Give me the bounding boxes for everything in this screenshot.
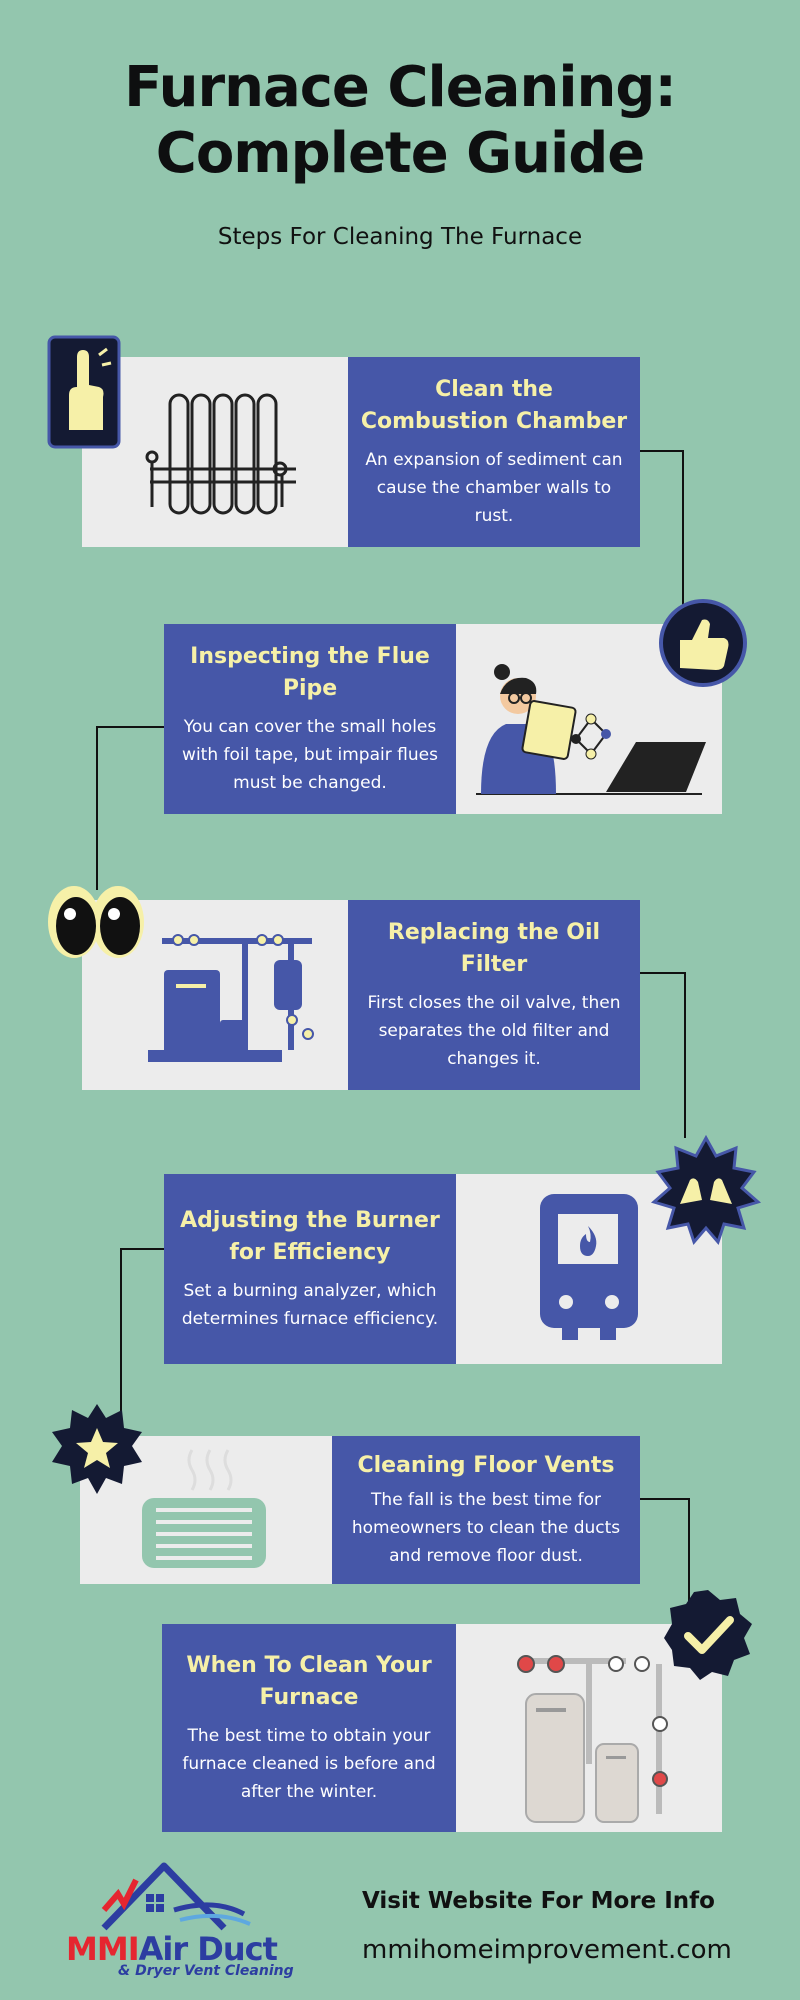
footer-cta: Visit Website For More Info: [362, 1888, 715, 1914]
step-title: Replacing the Oil Filter: [387, 920, 601, 977]
connector-4: [120, 1248, 166, 1412]
step-title: Inspecting the Flue Pipe: [190, 644, 430, 701]
step-title: Clean the Combustion Chamber: [360, 377, 628, 434]
logo-mmi: MMI: [66, 1930, 140, 1968]
step-text-panel: Adjusting the Burner for Efficiency Set …: [164, 1174, 456, 1364]
star-icon: [48, 1400, 146, 1498]
water-heater-flame-icon: [540, 1194, 638, 1340]
woman-with-clipboard-icon: [476, 664, 706, 795]
website-link[interactable]: mmihomeimprovement.com: [362, 1935, 732, 1965]
step-title: Adjusting the Burner for Efficiency: [180, 1208, 440, 1265]
furnace-unit-icon: [517, 1655, 668, 1823]
floor-vent-icon: [142, 1449, 266, 1568]
page-subtitle: Steps For Cleaning The Furnace: [217, 224, 583, 250]
step-text-panel: When To Clean Your Furnace The best time…: [162, 1624, 456, 1832]
step-description: Set a burning analyzer, which determines…: [181, 1281, 439, 1329]
step-description: The best time to obtain your furnace cle…: [182, 1726, 436, 1802]
step-card-6: When To Clean Your Furnace The best time…: [162, 1624, 722, 1832]
step-description: You can cover the small holes with foil …: [182, 717, 438, 793]
step-text-panel: Inspecting the Flue Pipe You can cover t…: [164, 624, 456, 814]
raised-hands-icon: [650, 1134, 762, 1246]
thumbs-up-icon: [658, 598, 748, 688]
connector-3: [640, 972, 686, 1138]
boiler-piping-icon: [148, 934, 314, 1062]
step-description: The fall is the best time for homeowners…: [351, 1490, 621, 1566]
connector-5: [640, 1498, 690, 1650]
checkmark-icon: [660, 1586, 756, 1682]
logo-air-duct: Air Duct: [138, 1930, 278, 1968]
connector-1: [640, 450, 684, 612]
eyes-icon: [46, 880, 146, 964]
step-illustration-panel: [82, 357, 348, 547]
step-text-panel: Clean the Combustion Chamber An expansio…: [348, 357, 640, 547]
page-title: Furnace Cleaning: Complete Guide: [0, 55, 800, 187]
title-line-2: Complete Guide: [155, 121, 646, 186]
step-card-5: Cleaning Floor Vents The fall is the bes…: [80, 1436, 640, 1584]
step-card-4: Adjusting the Burner for Efficiency Set …: [164, 1174, 722, 1364]
radiator-icon: [145, 393, 296, 515]
mmi-logo: [64, 1858, 304, 1983]
step-card-3: Replacing the Oil Filter First closes th…: [82, 900, 640, 1090]
title-line-1: Furnace Cleaning:: [124, 55, 677, 120]
step-illustration-panel: [456, 1174, 722, 1364]
step-description: An expansion of sediment can cause the c…: [365, 450, 623, 526]
step-card-1: Clean the Combustion Chamber An expansio…: [82, 357, 640, 547]
logo-tagline: & Dryer Vent Cleaning: [118, 1963, 294, 1979]
step-text-panel: Replacing the Oil Filter First closes th…: [348, 900, 640, 1090]
step-description: First closes the oil valve, then separat…: [367, 993, 621, 1069]
logo-wordmark: MMIAir Duct: [66, 1930, 278, 1968]
house-roof-icon: [101, 1862, 251, 1931]
step-title: Cleaning Floor Vents: [357, 1453, 615, 1478]
step-text-panel: Cleaning Floor Vents The fall is the bes…: [332, 1436, 640, 1584]
step-card-2: Inspecting the Flue Pipe You can cover t…: [164, 624, 722, 814]
step-title: When To Clean Your Furnace: [186, 1653, 432, 1710]
connector-2: [96, 726, 166, 890]
pointing-finger-icon: [47, 335, 121, 449]
